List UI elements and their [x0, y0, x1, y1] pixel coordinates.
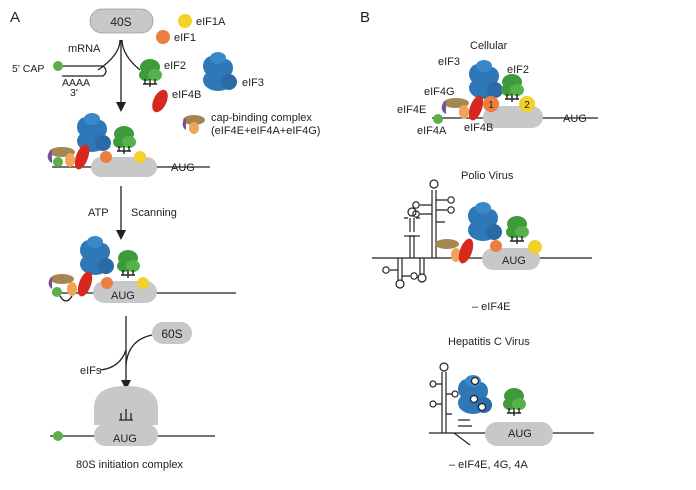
hcv-ires-loops: [469, 376, 487, 412]
cellular-eif3-label: eIF3: [438, 56, 460, 68]
cap-complex-line1: cap-binding complex: [211, 112, 312, 124]
cellular-num-1: 1: [488, 100, 494, 111]
three-prime-label: 3': [70, 87, 78, 99]
cap-label: 5' CAP: [12, 63, 44, 75]
hcv-note: – eIF4E, 4G, 4A: [449, 459, 529, 471]
mrna-loop: [62, 65, 107, 77]
ribosome-40s-label: 40S: [110, 15, 131, 29]
cellular-title: Cellular: [470, 40, 508, 52]
panel-b-label: B: [360, 9, 370, 26]
cellular-aug-label: AUG: [563, 113, 587, 125]
cap-dot-1: [53, 61, 63, 71]
polio-note: – eIF4E: [472, 301, 511, 313]
aug-label-1: AUG: [171, 162, 195, 174]
converging-arrow-lines: [97, 39, 141, 71]
cellular-eif4e-label: eIF4E: [397, 104, 426, 116]
cellular-eif4a-label: eIF4A: [417, 125, 447, 137]
cellular-eif4b-label: eIF4B: [464, 122, 493, 134]
aug-label-2: AUG: [111, 290, 135, 302]
hcv-title: Hepatitis C Virus: [448, 336, 530, 348]
scanning-label: Scanning: [131, 207, 177, 219]
polya-label: AAAA: [62, 77, 90, 89]
complex-80s-label: 80S initiation complex: [76, 459, 184, 471]
stage1-43s-complex: [47, 113, 210, 177]
stage2-scanning-complex: [48, 236, 236, 303]
mrna-label: mRNA: [68, 43, 101, 55]
atp-label: ATP: [88, 207, 109, 219]
hcv-complex: [458, 375, 553, 446]
eif1a-factor: [178, 14, 192, 28]
eif3-factor: [203, 52, 237, 91]
polio-aug-label: AUG: [502, 255, 526, 267]
cellular-complex: [432, 60, 598, 128]
eifs-label: eIFs: [80, 365, 102, 377]
ribosome-80s: [50, 386, 215, 446]
aug-label-3: AUG: [113, 433, 137, 445]
polio-complex: [435, 202, 542, 270]
hcv-aug-label: AUG: [508, 428, 532, 440]
eif4b-factor: [152, 89, 168, 113]
cap-binding-complex-icon: [182, 115, 205, 134]
polio-title: Polio Virus: [461, 170, 514, 182]
polio-ires-structure: [372, 179, 592, 289]
cap-complex-line2: (eIF4E+eIF4A+eIF4G): [211, 125, 320, 137]
eif2-label: eIF2: [164, 60, 186, 72]
eif1-factor: [156, 30, 170, 44]
cellular-eif4g-label: eIF4G: [424, 86, 455, 98]
eif4b-label: eIF4B: [172, 89, 201, 101]
cellular-eif2-label: eIF2: [507, 64, 529, 76]
ribosome-60s: 60S: [152, 322, 192, 344]
eif1-label: eIF1: [174, 32, 196, 44]
ribosome-40s: 40S: [89, 8, 154, 34]
eif3-label: eIF3: [242, 77, 264, 89]
panel-a-label: A: [10, 9, 20, 26]
eif1a-label: eIF1A: [196, 16, 226, 28]
cellular-num-2: 2: [524, 100, 530, 111]
ribosome-60s-label: 60S: [161, 327, 182, 341]
eif2-factor: [138, 58, 163, 88]
